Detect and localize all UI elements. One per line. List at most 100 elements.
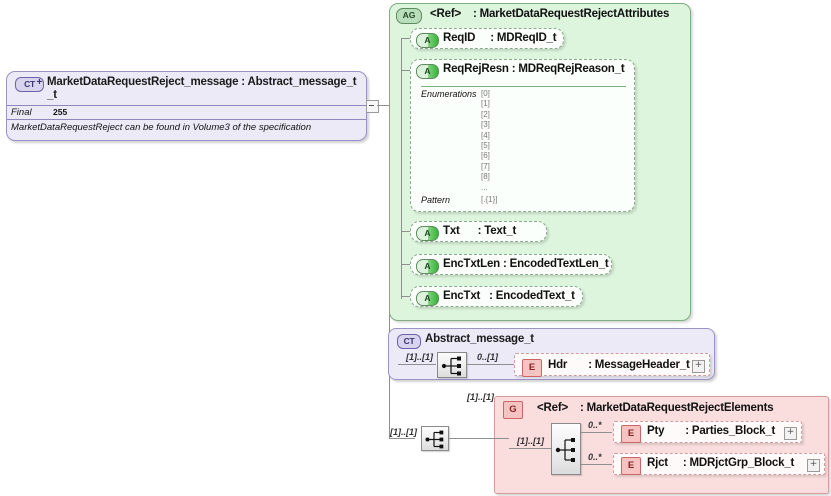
connector-line <box>401 231 411 232</box>
attribute-node-reqid[interactable]: A ReqID : MDReqID_t <box>410 28 564 49</box>
e-badge-label: E <box>627 428 635 439</box>
attribute-label-reqid: ReqID : MDReqID_t <box>443 32 557 44</box>
element-name: Pty <box>647 425 665 437</box>
root-node-annotation: MarketDataRequestReject can be found in … <box>11 122 312 133</box>
group-badge-g: G <box>503 401 523 419</box>
connector-line <box>467 364 515 365</box>
element-label-hdr: Hdr : MessageHeader_t <box>548 359 690 371</box>
cardinality-label-hdr: 0..[1] <box>477 352 499 362</box>
a-badge-label: A <box>424 66 431 76</box>
root-complex-type-node[interactable]: CT MarketDataRequestReject_message : Abs… <box>6 71 367 141</box>
facet-table: Enumerations [0] [1] [2] [3] [4] [5] [6]… <box>421 86 626 205</box>
element-name: Hdr <box>548 359 568 371</box>
attribute-name: Txt <box>443 225 460 237</box>
complex-type-badge-ct[interactable]: CT <box>15 77 44 92</box>
facet-values-pattern: [.{1}] <box>481 195 497 205</box>
a-badge-label: A <box>424 228 431 238</box>
collapse-toggle-icon[interactable] <box>366 100 379 113</box>
attribute-type: : MDReqID_t <box>490 32 557 44</box>
g-badge-label: G <box>509 404 517 415</box>
element-type: : MDRjctGrp_Block_t <box>682 457 795 469</box>
enum-value: [2] <box>481 109 490 119</box>
ct-badge-label: CT <box>403 336 415 346</box>
attribute-badge-a: A <box>416 64 439 79</box>
attribute-group-badge-ag: AG <box>396 8 422 24</box>
cardinality-label-group-outer: [1]..[1] <box>467 392 494 402</box>
root-node-title-line2: _t <box>47 89 57 101</box>
connector-line <box>377 105 389 106</box>
attribute-badge-a: A <box>416 259 439 274</box>
final-property-key: Final <box>11 107 32 118</box>
enum-value: [5] <box>481 141 490 151</box>
attribute-name: EncTxtLen <box>443 258 500 270</box>
base-type-title: Abstract_message_t <box>425 333 534 345</box>
attribute-label-txt: Txt : Text_t <box>443 225 516 237</box>
a-badge-label: A <box>424 35 431 45</box>
attribute-label-enctxtlen: EncTxtLen : EncodedTextLen_t <box>443 258 609 270</box>
table-row: Final 255 <box>7 106 366 120</box>
connector-line <box>401 38 411 39</box>
connector-line <box>401 70 411 71</box>
cardinality-label-outer-sequence: [1]..[1] <box>390 427 417 437</box>
attribute-group-ref-label: <Ref> <box>430 8 461 20</box>
element-badge-e: E <box>522 359 542 377</box>
enum-value: [3] <box>481 120 490 130</box>
element-group-node[interactable]: G <Ref> : MarketDataRequestRejectElement… <box>494 396 829 494</box>
attribute-node-enctxt[interactable]: A EncTxt : EncodedText_t <box>410 286 583 307</box>
connector-line <box>398 364 436 365</box>
enum-value: [7] <box>481 161 490 171</box>
ag-badge-label: AG <box>402 10 416 20</box>
attribute-type: : Text_t <box>477 225 517 237</box>
a-badge-label: A <box>424 261 431 271</box>
connector-line <box>401 296 411 297</box>
facet-divider <box>421 86 626 87</box>
element-node-rjct[interactable]: E Rjct : MDRjctGrp_Block_t + <box>613 453 825 475</box>
connector-line <box>581 432 612 433</box>
sequence-compositor-icon-base[interactable] <box>437 352 467 378</box>
cardinality-label-rjct: 0..* <box>588 452 602 462</box>
attribute-group-title: <Ref> : MarketDataRequestRejectAttribute… <box>430 8 669 20</box>
enum-value: [6] <box>481 151 490 161</box>
expand-button-hdr[interactable]: + <box>692 360 705 373</box>
attribute-type: : MDReqRejReason_t <box>511 63 625 75</box>
attribute-name: ReqID <box>443 32 476 44</box>
expand-button-pty[interactable]: + <box>784 427 797 440</box>
element-badge-e: E <box>621 425 641 443</box>
attribute-name: ReqRejResn <box>443 63 509 75</box>
enum-value: [1] <box>481 99 490 109</box>
cardinality-label-inner-sequence: [1]..[1] <box>517 436 544 446</box>
connector-line <box>389 438 415 439</box>
sequence-compositor-icon-group[interactable] <box>551 423 581 475</box>
element-type: : MessageHeader_t <box>588 359 690 371</box>
element-group-ref-label: <Ref> <box>537 402 568 414</box>
attribute-name: EncTxt <box>443 290 481 302</box>
ct-badge-label: CT <box>24 79 35 89</box>
element-node-pty[interactable]: E Pty : Parties_Block_t + <box>613 421 802 443</box>
sequence-compositor-icon-outer[interactable] <box>421 426 449 451</box>
plus-icon: + <box>809 459 818 469</box>
element-label-pty: Pty : Parties_Block_t <box>647 425 775 437</box>
element-group-title: <Ref> : MarketDataRequestRejectElements <box>537 402 774 414</box>
plus-icon: + <box>694 360 703 370</box>
enum-value: [4] <box>481 130 490 140</box>
element-badge-e: E <box>621 457 641 475</box>
element-group-type-label: : MarketDataRequestRejectElements <box>579 402 774 414</box>
cardinality-label-base-sequence: [1]..[1] <box>406 352 433 362</box>
facet-row-pattern: Pattern [.{1}] <box>421 195 626 205</box>
complex-type-badge-ct: CT <box>397 334 421 349</box>
enum-value: [8] <box>481 172 490 182</box>
enum-value: [0] <box>481 89 490 98</box>
attribute-node-enctxtlen[interactable]: A EncTxtLen : EncodedTextLen_t <box>410 254 612 275</box>
root-node-property-table: Final 255 <box>7 105 366 120</box>
expand-button-rjct[interactable]: + <box>807 459 820 472</box>
attribute-badge-a: A <box>416 226 439 241</box>
connector-line <box>581 464 612 465</box>
element-node-hdr[interactable]: E Hdr : MessageHeader_t + <box>514 353 710 377</box>
attribute-group-type-label: : MarketDataRequestRejectAttributes <box>472 8 670 20</box>
attribute-node-reqrejresn[interactable]: A ReqRejResn : MDReqRejReason_t Enumerat… <box>410 59 635 212</box>
facet-values-enumerations: [0] [1] [2] [3] [4] [5] [6] [7] [8] ... <box>481 89 490 193</box>
attribute-node-txt[interactable]: A Txt : Text_t <box>410 221 547 242</box>
attribute-branch-trunk <box>401 38 402 299</box>
element-type: : Parties_Block_t <box>685 425 776 437</box>
root-node-title: MarketDataRequestReject_message : Abstra… <box>7 72 366 105</box>
